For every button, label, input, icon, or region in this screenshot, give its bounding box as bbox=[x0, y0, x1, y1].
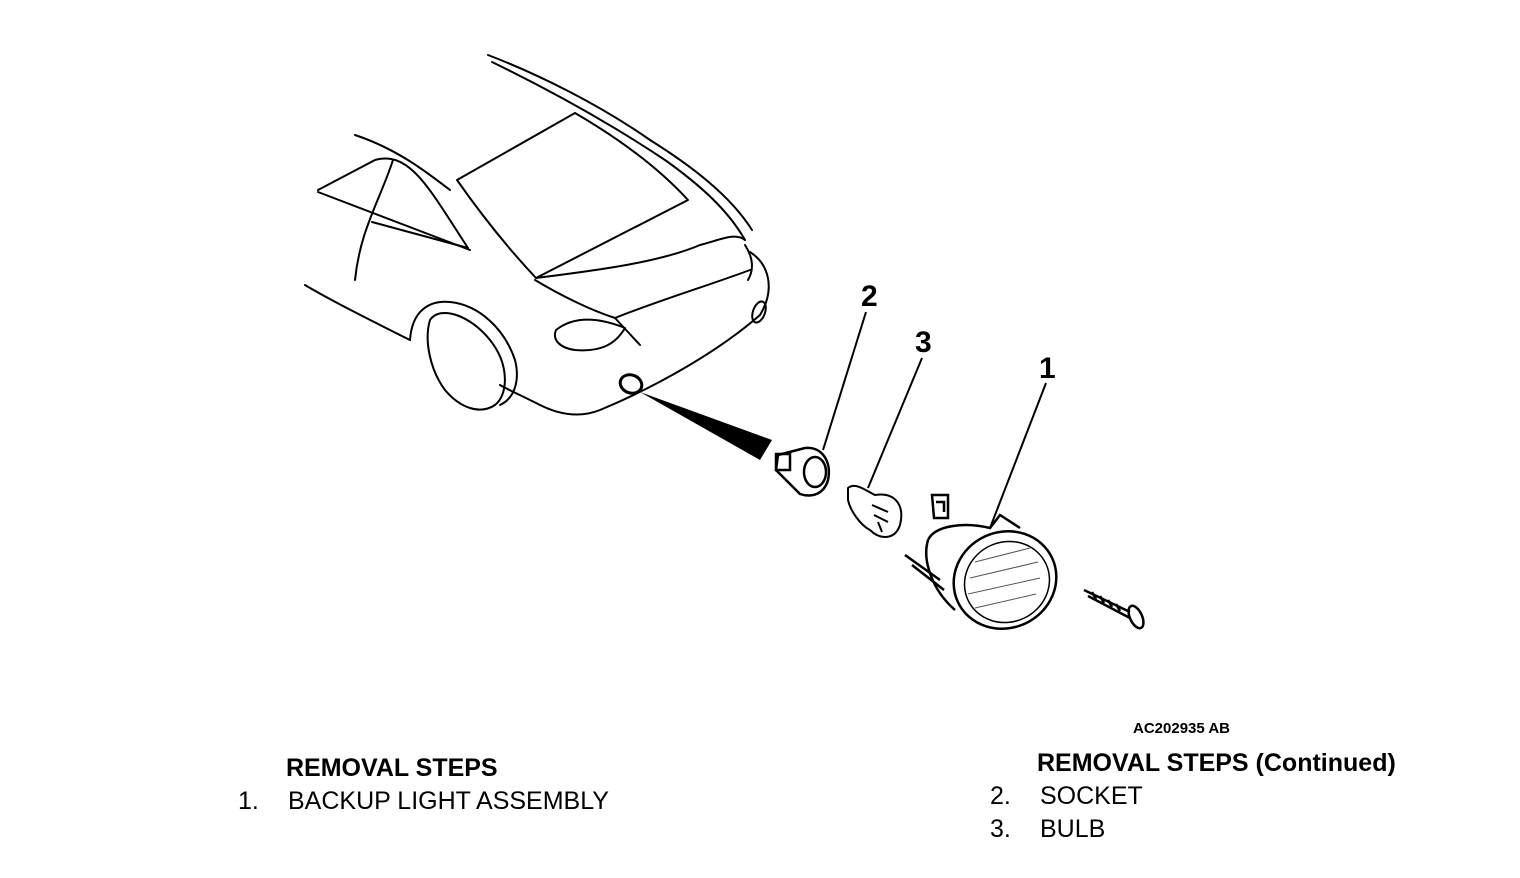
step-label: SOCKET bbox=[1040, 782, 1143, 810]
exploded-view-diagram: 2 3 1 bbox=[304, 54, 1145, 630]
clip-icon bbox=[930, 493, 950, 520]
step-label: BACKUP LIGHT ASSEMBLY bbox=[288, 787, 609, 815]
callout-3: 3 bbox=[915, 326, 932, 359]
removal-steps: REMOVAL STEPS 1. BACKUP LIGHT ASSEMBLY bbox=[238, 752, 609, 818]
leader-line-2 bbox=[822, 311, 867, 451]
step-number: 2. bbox=[990, 782, 1011, 810]
projection-wedge bbox=[640, 392, 772, 460]
removal-steps-heading: REMOVAL STEPS bbox=[286, 754, 498, 782]
car-rear-outline bbox=[304, 54, 770, 416]
leader-line-3 bbox=[867, 357, 923, 489]
removal-step: 3. BULB bbox=[990, 813, 1396, 846]
removal-step: 2. SOCKET bbox=[990, 780, 1396, 813]
removal-steps-continued: REMOVAL STEPS (Continued) 2. SOCKET 3. BUL… bbox=[990, 747, 1396, 846]
callout-2: 2 bbox=[861, 280, 878, 313]
step-number: 1. bbox=[238, 787, 259, 815]
step-number: 3. bbox=[990, 815, 1011, 843]
callout-1: 1 bbox=[1039, 352, 1056, 385]
screw-icon bbox=[1083, 588, 1145, 630]
step-label: BULB bbox=[1040, 815, 1106, 843]
figure-code: AC202935 AB bbox=[1133, 720, 1230, 737]
leader-line-1 bbox=[989, 382, 1047, 529]
leader-lines bbox=[822, 311, 1047, 529]
backup-light-assembly-icon bbox=[904, 513, 1058, 630]
removal-step: 1. BACKUP LIGHT ASSEMBLY bbox=[238, 785, 609, 818]
socket-icon bbox=[774, 446, 831, 497]
removal-steps-continued-heading: REMOVAL STEPS (Continued) bbox=[1037, 749, 1396, 777]
bulb-icon bbox=[847, 484, 903, 538]
